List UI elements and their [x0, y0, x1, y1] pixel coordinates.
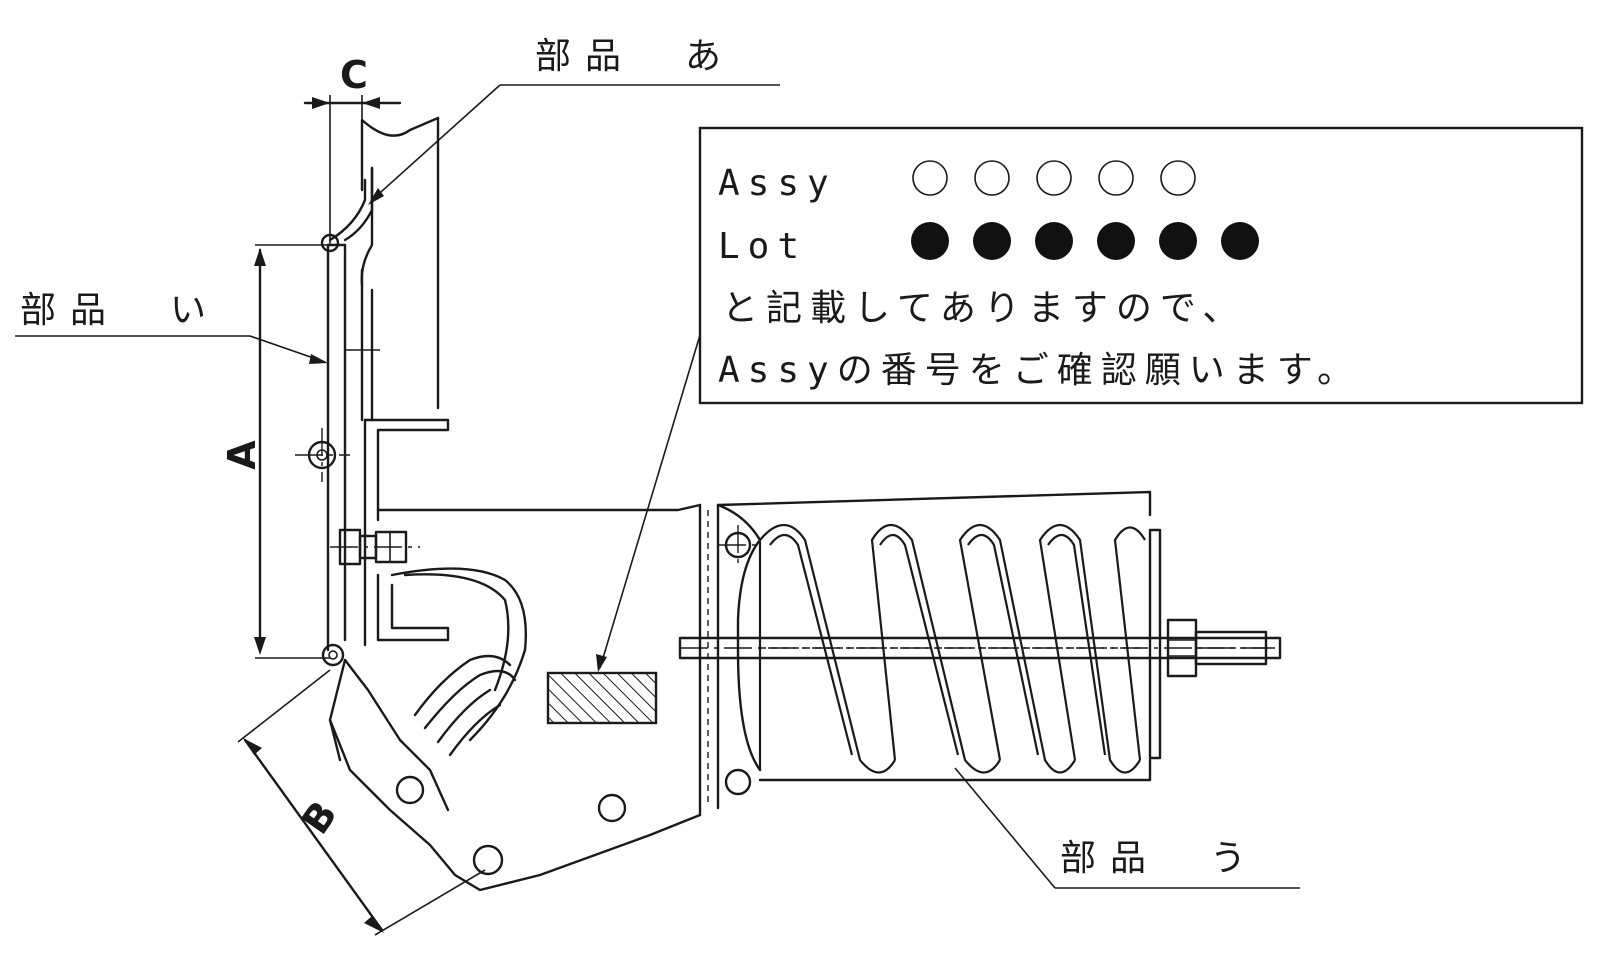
spring-rod	[678, 618, 1282, 678]
label-part-u: 部品 う	[1060, 838, 1260, 879]
dimension-b-label: B	[293, 793, 346, 842]
note-box	[698, 126, 1584, 405]
spring-coils	[758, 523, 1146, 774]
dimension-a-label: A	[220, 440, 264, 470]
plate-pin-hole	[295, 428, 350, 667]
bolt	[330, 528, 420, 566]
lot-number-placeholders	[911, 222, 1259, 260]
leader-part-a	[368, 84, 780, 205]
bracket-part-a	[320, 116, 450, 647]
spring-housing	[680, 490, 1275, 782]
note-assy-label: Assy	[718, 163, 837, 204]
dimension-c	[303, 95, 402, 245]
note-lot-label: Lot	[718, 226, 807, 267]
leader-part-i	[15, 335, 328, 364]
body-holes	[395, 525, 760, 876]
main-body	[328, 503, 762, 892]
label-part-i: 部品 い	[20, 290, 220, 331]
leader-part-u	[954, 767, 1300, 889]
nameplate-hatched	[546, 671, 658, 725]
assy-number-placeholders	[912, 160, 1196, 196]
note-line-3: と記載してありますので、	[722, 288, 1246, 329]
dimension-c-label: C	[340, 53, 368, 97]
label-part-a: 部品 あ	[535, 36, 735, 77]
dimension-b	[237, 669, 486, 936]
leader-note	[596, 334, 701, 672]
dimension-a	[254, 244, 330, 659]
note-line-4: Assyの番号をご確認願います。	[718, 350, 1361, 391]
vertical-plate	[326, 243, 380, 652]
